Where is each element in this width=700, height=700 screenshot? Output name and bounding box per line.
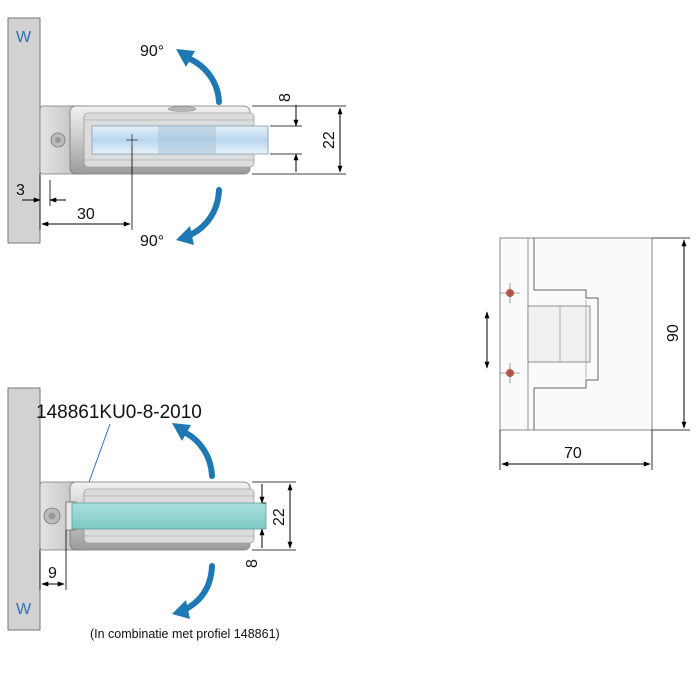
- dim-22-bottom: 22: [252, 481, 296, 551]
- dim-90-front: 90: [652, 237, 690, 431]
- svg-text:8: 8: [277, 93, 294, 102]
- dim-22-top: 22: [252, 105, 346, 175]
- svg-text:8: 8: [244, 559, 261, 568]
- rotate-arrow-up-bottom-icon: [181, 429, 215, 479]
- svg-text:70: 70: [564, 445, 582, 462]
- svg-text:22: 22: [271, 508, 288, 526]
- bottom-view: W 148861KU0-8-2010 22: [7, 387, 296, 641]
- svg-text:3: 3: [16, 182, 25, 199]
- part-code-label: 148861KU0-8-2010: [36, 402, 202, 423]
- profile-note: (In combinatie met profiel 148861): [90, 627, 280, 641]
- dim-9-bottom: 9: [39, 530, 67, 590]
- front-view: 90 70: [484, 237, 690, 470]
- wall-top: [7, 17, 41, 244]
- glass-panel-bottom: [71, 502, 267, 530]
- svg-text:9: 9: [48, 565, 57, 582]
- svg-text:90: 90: [665, 324, 682, 342]
- screw-hole-top-icon: [500, 283, 520, 303]
- wall-bottom: [7, 387, 41, 631]
- rotate-arrow-down-bottom-icon: [181, 563, 215, 613]
- angle-label-top-up: 90°: [140, 43, 164, 60]
- rotate-arrow-down-icon: [185, 187, 222, 239]
- dim-8-top: 8: [270, 93, 302, 172]
- hinge-outline-front: [533, 238, 599, 430]
- svg-text:22: 22: [321, 131, 338, 149]
- rotate-arrow-up-icon: [185, 55, 222, 105]
- svg-text:30: 30: [77, 206, 95, 223]
- dim-70-front: 70: [499, 430, 653, 470]
- wall-label-top: W: [16, 29, 32, 46]
- screw-hole-bottom-icon: [500, 363, 520, 383]
- wall-label-bottom: W: [16, 601, 32, 618]
- dim-3-top: 3: [16, 174, 66, 206]
- dim-8-bottom: 8: [244, 484, 266, 568]
- dim-30-top: 30: [39, 146, 133, 230]
- angle-label-top-down: 90°: [140, 233, 164, 250]
- top-view: W 90° 90° 8: [7, 17, 346, 250]
- hinge-body-bottom: [39, 481, 255, 551]
